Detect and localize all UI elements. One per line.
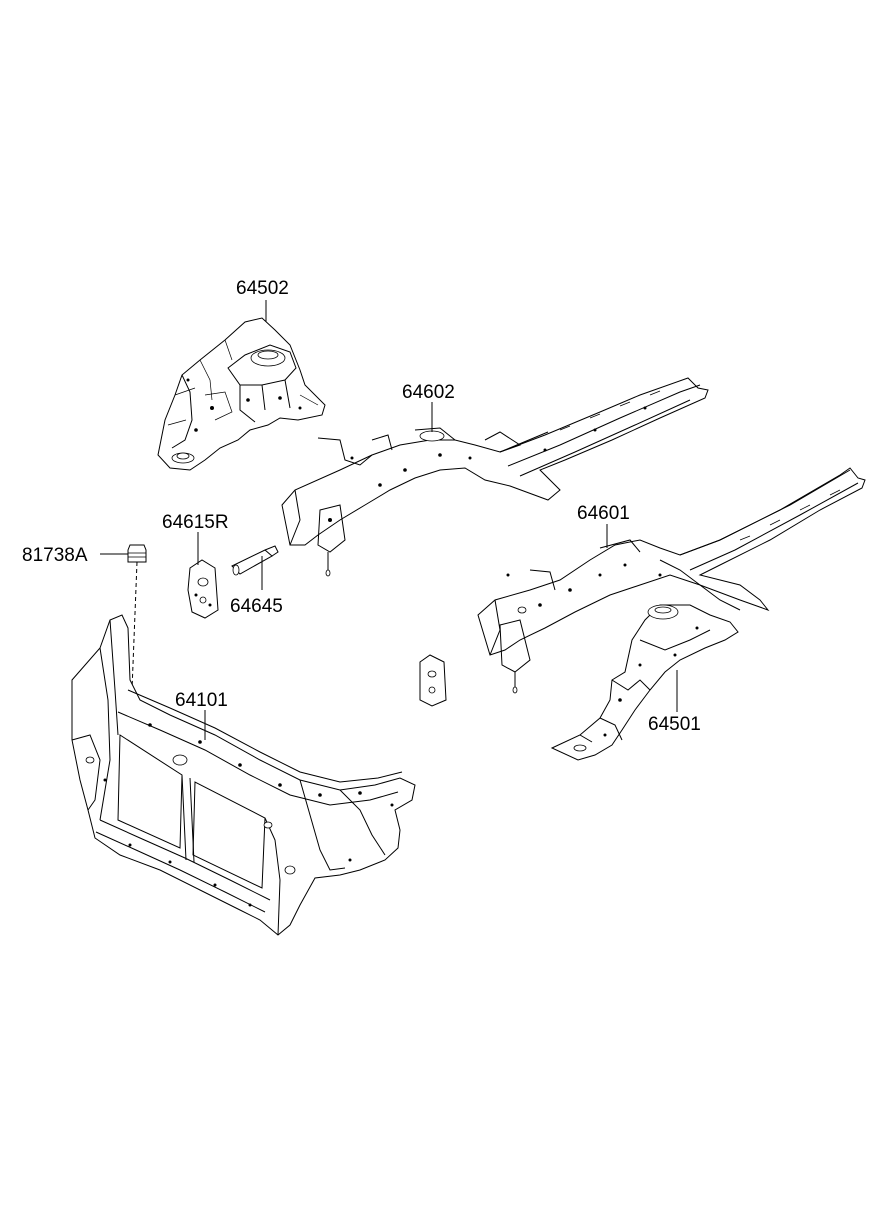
dashed-leader-81738A (131, 561, 138, 691)
part-64601-side-member-right[interactable] (477, 467, 866, 694)
label-64645[interactable]: 64645 (230, 596, 283, 617)
label-64501[interactable]: 64501 (648, 714, 701, 735)
part-64101-front-panel[interactable] (71, 614, 416, 936)
part-64501-wheel-housing-right[interactable] (550, 604, 739, 761)
label-64601[interactable]: 64601 (577, 503, 630, 524)
label-64502[interactable]: 64502 (236, 278, 289, 299)
label-64101[interactable]: 64101 (175, 690, 228, 711)
label-64602[interactable]: 64602 (402, 382, 455, 403)
part-81738A-stopper[interactable] (127, 544, 147, 563)
label-81738A[interactable]: 81738A (22, 545, 88, 566)
part-64602-side-member-left[interactable] (281, 377, 709, 577)
label-64615R[interactable]: 64615R (162, 512, 229, 533)
part-64615R-bracket[interactable] (187, 559, 219, 619)
part-64645-pipe[interactable] (231, 545, 279, 576)
part-64502-wheel-housing-left[interactable] (157, 317, 326, 471)
part-bracket-center[interactable] (419, 654, 447, 707)
